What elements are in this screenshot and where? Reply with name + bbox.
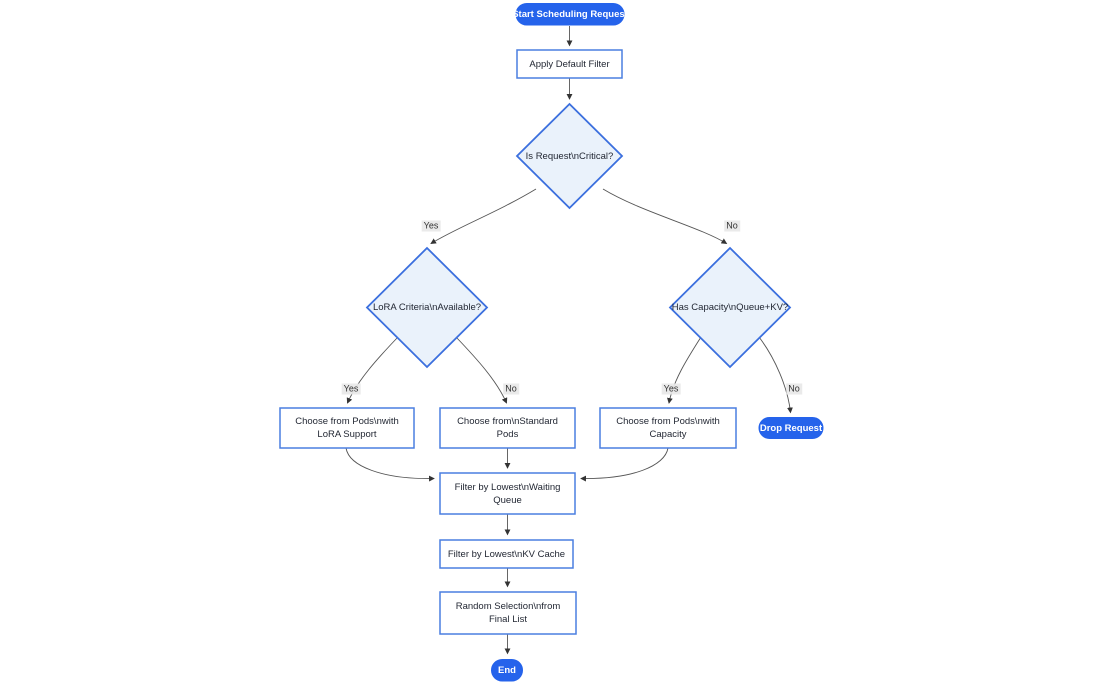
edge-critical-yes-lora xyxy=(430,188,537,244)
node-choose-pods-lora: Choose from Pods\nwith LoRA Support xyxy=(282,408,412,448)
decision-has-capacity: Has Capacity\nQueue+KV? xyxy=(668,248,792,367)
node-apply-default-filter: Apply Default Filter xyxy=(517,50,622,78)
edge-choosecapacity-filterwaiting xyxy=(580,447,669,482)
decision-lora-criteria-shape xyxy=(365,246,489,369)
node-choose-pods-capacity-line2: Capacity xyxy=(649,429,687,440)
decision-lora-criteria: LoRA Criteria\nAvailable? xyxy=(365,248,489,367)
edge-capacity-no-drop xyxy=(758,336,793,414)
node-drop-request-shape xyxy=(758,417,824,439)
decision-is-request-critical-shape xyxy=(515,102,624,210)
edge-chooselora-filterwaiting xyxy=(345,447,435,482)
decision-is-request-critical: Is Request\nCritical? xyxy=(510,104,629,208)
nodes-group xyxy=(279,3,824,682)
node-choose-pods-capacity-line1: Choose from Pods\nwith xyxy=(616,416,720,427)
node-random-selection-line1: Random Selection\nfrom xyxy=(455,601,561,612)
node-apply-default-filter-shape xyxy=(516,49,623,79)
node-apply-default-filter-label: Apply Default Filter xyxy=(529,58,610,70)
node-random-selection: Random Selection\nfrom Final List xyxy=(442,592,574,634)
node-choose-pods-capacity: Choose from Pods\nwith Capacity xyxy=(602,408,734,448)
edge-lora-yes-chooselora xyxy=(346,336,399,404)
edge-lora-no-standard xyxy=(455,336,508,404)
decision-has-capacity-shape xyxy=(668,246,792,369)
node-choose-standard-pods-line1: Choose from\nStandard xyxy=(457,416,558,427)
node-start-shape xyxy=(515,3,625,26)
edge-critical-no-capacity xyxy=(602,188,728,244)
node-filter-kv-cache-shape xyxy=(439,539,574,569)
node-start-label: Start Scheduling Request xyxy=(512,8,628,20)
node-filter-waiting-queue-line1: Filter by Lowest\nWaiting xyxy=(454,481,561,493)
node-choose-standard-pods-shape xyxy=(439,407,576,449)
node-end-shape xyxy=(491,659,523,682)
edge-label-capacity-no: No xyxy=(786,383,802,395)
edge-label-critical-no: No xyxy=(724,220,740,232)
edges-group xyxy=(345,26,793,655)
node-drop-request-label: Drop Request xyxy=(759,422,823,434)
node-choose-pods-capacity-shape xyxy=(599,407,737,449)
node-choose-standard-pods-line2: Pods xyxy=(496,429,519,440)
node-choose-pods-lora-line1: Choose from Pods\nwith xyxy=(295,416,399,427)
decision-is-request-critical-label: Is Request\nCritical? xyxy=(525,150,614,162)
decision-lora-criteria-label: LoRA Criteria\nAvailable? xyxy=(372,302,482,313)
edge-label-critical-yes: Yes xyxy=(421,220,441,232)
edge-label-capacity-yes: Yes xyxy=(661,383,681,395)
node-random-selection-line2: Final List xyxy=(488,614,527,625)
node-filter-kv-cache: Filter by Lowest\nKV Cache xyxy=(441,540,572,568)
node-filter-waiting-queue-line2: Queue xyxy=(493,494,522,506)
node-end: End xyxy=(492,660,523,682)
node-choose-standard-pods: Choose from\nStandard Pods xyxy=(442,408,573,448)
node-filter-waiting-queue: Filter by Lowest\nWaiting Queue xyxy=(442,473,573,514)
node-random-selection-shape xyxy=(439,591,577,635)
node-choose-pods-lora-line2: LoRA Support xyxy=(317,429,377,440)
node-drop-request: Drop Request xyxy=(759,418,823,439)
edge-capacity-yes-choosecapacity xyxy=(667,336,702,404)
node-end-label: End xyxy=(498,664,516,676)
edge-label-lora-yes: Yes xyxy=(341,383,361,395)
node-choose-pods-lora-shape xyxy=(279,407,415,449)
node-filter-kv-cache-label: Filter by Lowest\nKV Cache xyxy=(447,548,566,560)
decision-has-capacity-label: Has Capacity\nQueue+KV? xyxy=(671,302,789,313)
node-start: Start Scheduling Request xyxy=(512,4,628,26)
node-filter-waiting-queue-shape xyxy=(439,472,576,515)
edge-label-lora-no: No xyxy=(503,383,519,395)
